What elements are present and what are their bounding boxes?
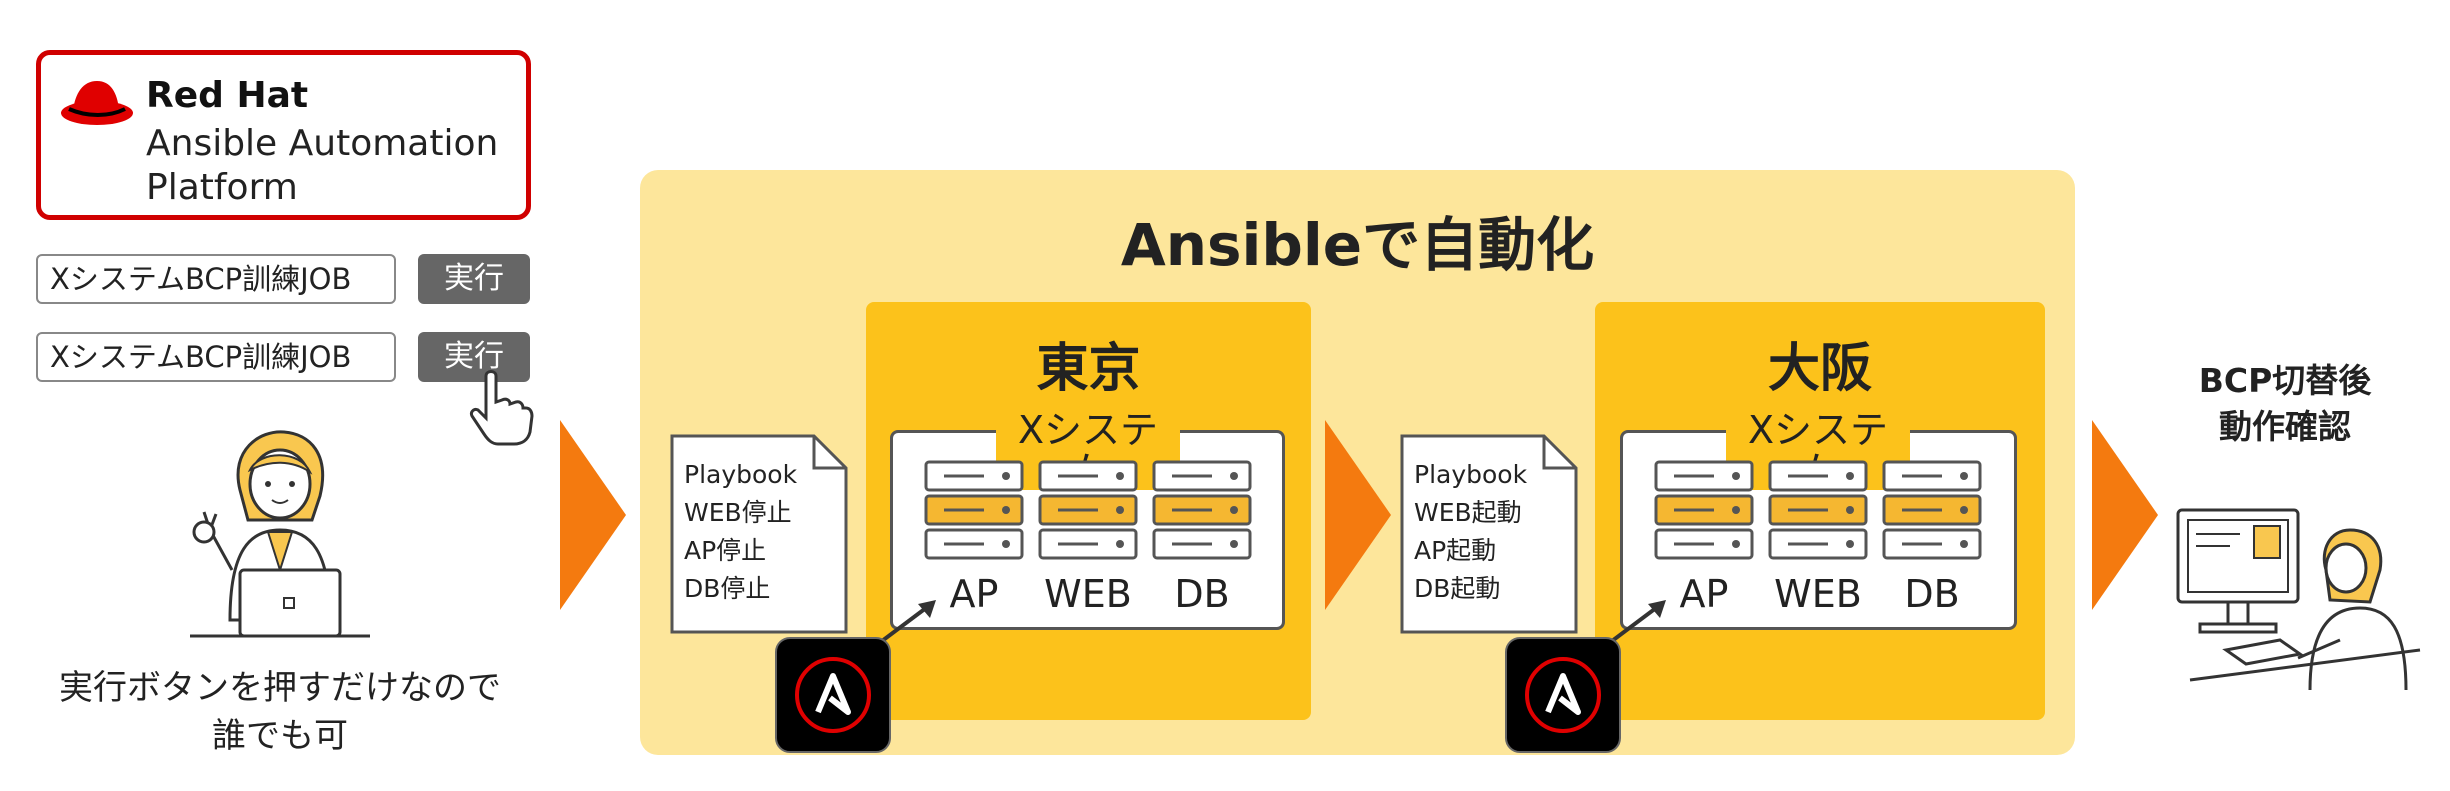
- osaka-ap-server-icon: [1654, 460, 1754, 560]
- arrow-right-icon-1: [560, 420, 626, 610]
- tokyo-playbook-line1: Playbook: [684, 460, 798, 489]
- site-tokyo-title: 東京: [1036, 339, 1141, 399]
- osaka-playbook-line1: Playbook: [1414, 460, 1528, 489]
- osaka-db-server-icon: [1882, 460, 1982, 560]
- osaka-system-label: Xシステム: [1726, 410, 1910, 490]
- osaka-playbook-line4: DB起動: [1414, 574, 1501, 603]
- tokyo-playbook-line4: DB停止: [684, 574, 771, 603]
- osaka-playbook-text: Playbook WEB起動 AP起動 DB起動: [1414, 456, 1527, 608]
- run-button-1[interactable]: 実行: [418, 254, 530, 304]
- osaka-deploy-arrow-icon: [1606, 600, 1666, 646]
- left-note-line1: 実行ボタンを押すだけなので: [59, 668, 501, 708]
- osaka-playbook-document-icon: [1400, 434, 1578, 634]
- hand-cursor-icon: [470, 370, 534, 446]
- tokyo-ap-label: AP: [949, 572, 999, 616]
- osaka-db-label: DB: [1904, 572, 1960, 616]
- tokyo-playbook-text: Playbook WEB停止 AP停止 DB停止: [684, 456, 797, 608]
- tokyo-playbook-document-icon: [670, 434, 848, 634]
- arrow-right-icon-3: [2092, 420, 2158, 610]
- job-label-1: XシステムBCP訓練JOB: [36, 254, 396, 304]
- tokyo-web-server-icon: [1038, 460, 1138, 560]
- redhat-hat-icon: [61, 81, 133, 125]
- arrow-right-icon-2: [1325, 420, 1391, 610]
- tokyo-db-server-icon: [1152, 460, 1252, 560]
- verification-person-icon: [2176, 508, 2421, 691]
- main-panel-title: Ansibleで自動化: [1120, 211, 1595, 279]
- left-note-line2: 誰でも可: [212, 716, 348, 756]
- tokyo-playbook-line3: AP停止: [684, 536, 767, 565]
- right-note-line1: BCP切替後: [2198, 361, 2372, 400]
- osaka-ansible-logo-icon: [1505, 637, 1621, 753]
- redhat-brand-text: Red Hat: [146, 75, 309, 116]
- osaka-web-server-icon: [1768, 460, 1868, 560]
- redhat-logo-box: Red Hat Ansible Automation Platform: [36, 50, 531, 220]
- right-note-line2: 動作確認: [2219, 407, 2351, 446]
- osaka-playbook-line3: AP起動: [1414, 536, 1497, 565]
- product-name-line1: Ansible Automation: [146, 123, 499, 164]
- operator-person-icon: [190, 430, 370, 638]
- tokyo-playbook-line2: WEB停止: [684, 498, 792, 527]
- tokyo-db-label: DB: [1174, 572, 1230, 616]
- run-button-2[interactable]: 実行: [418, 332, 530, 382]
- osaka-playbook-line2: WEB起動: [1414, 498, 1522, 527]
- tokyo-ap-server-icon: [924, 460, 1024, 560]
- tokyo-ansible-logo-icon: [775, 637, 891, 753]
- osaka-web-label: WEB: [1774, 572, 1862, 616]
- tokyo-web-label: WEB: [1044, 572, 1132, 616]
- osaka-ap-label: AP: [1679, 572, 1729, 616]
- site-osaka-title: 大阪: [1767, 339, 1872, 399]
- tokyo-deploy-arrow-icon: [876, 600, 936, 646]
- job-label-2: XシステムBCP訓練JOB: [36, 332, 396, 382]
- product-name-line2: Platform: [146, 167, 298, 208]
